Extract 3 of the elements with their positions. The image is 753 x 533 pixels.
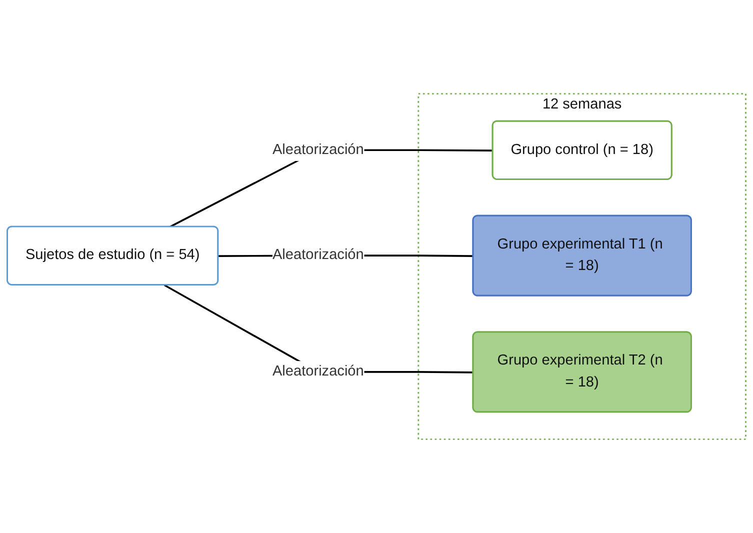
edge-label: Aleatorización bbox=[272, 142, 364, 158]
edge-label: Aleatorización bbox=[272, 247, 364, 263]
edge-label: Aleatorización bbox=[272, 364, 364, 380]
